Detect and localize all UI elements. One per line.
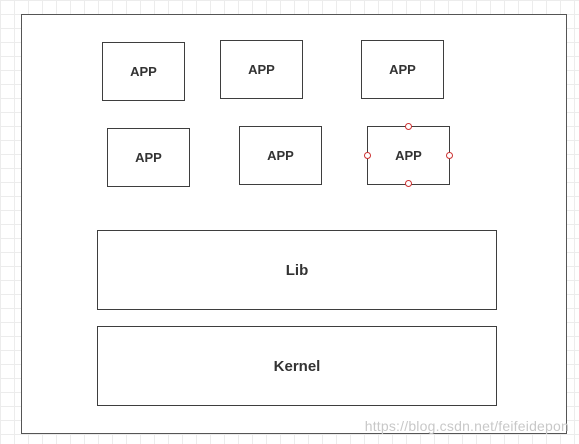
kernel-label: Kernel <box>273 357 321 375</box>
watermark-text: https://blog.csdn.net/feifeidepon <box>364 418 569 434</box>
app-box[interactable]: APP <box>102 42 185 101</box>
selection-handle-top[interactable] <box>405 123 412 130</box>
app-box[interactable]: APP <box>239 126 322 185</box>
selection-handle-right[interactable] <box>446 152 453 159</box>
app-box[interactable]: APP <box>220 40 303 99</box>
selection-handle-bottom[interactable] <box>405 180 412 187</box>
app-box-selected[interactable]: APP <box>367 126 450 185</box>
app-label: APP <box>267 148 294 163</box>
app-label: APP <box>130 64 157 79</box>
app-label: APP <box>135 150 162 165</box>
app-label: APP <box>389 62 416 77</box>
selection-handle-left[interactable] <box>364 152 371 159</box>
app-box[interactable]: APP <box>361 40 444 99</box>
lib-label: Lib <box>285 261 309 279</box>
lib-box[interactable]: Lib <box>97 230 497 310</box>
app-label: APP <box>395 148 422 163</box>
kernel-box[interactable]: Kernel <box>97 326 497 406</box>
app-label: APP <box>248 62 275 77</box>
app-box[interactable]: APP <box>107 128 190 187</box>
